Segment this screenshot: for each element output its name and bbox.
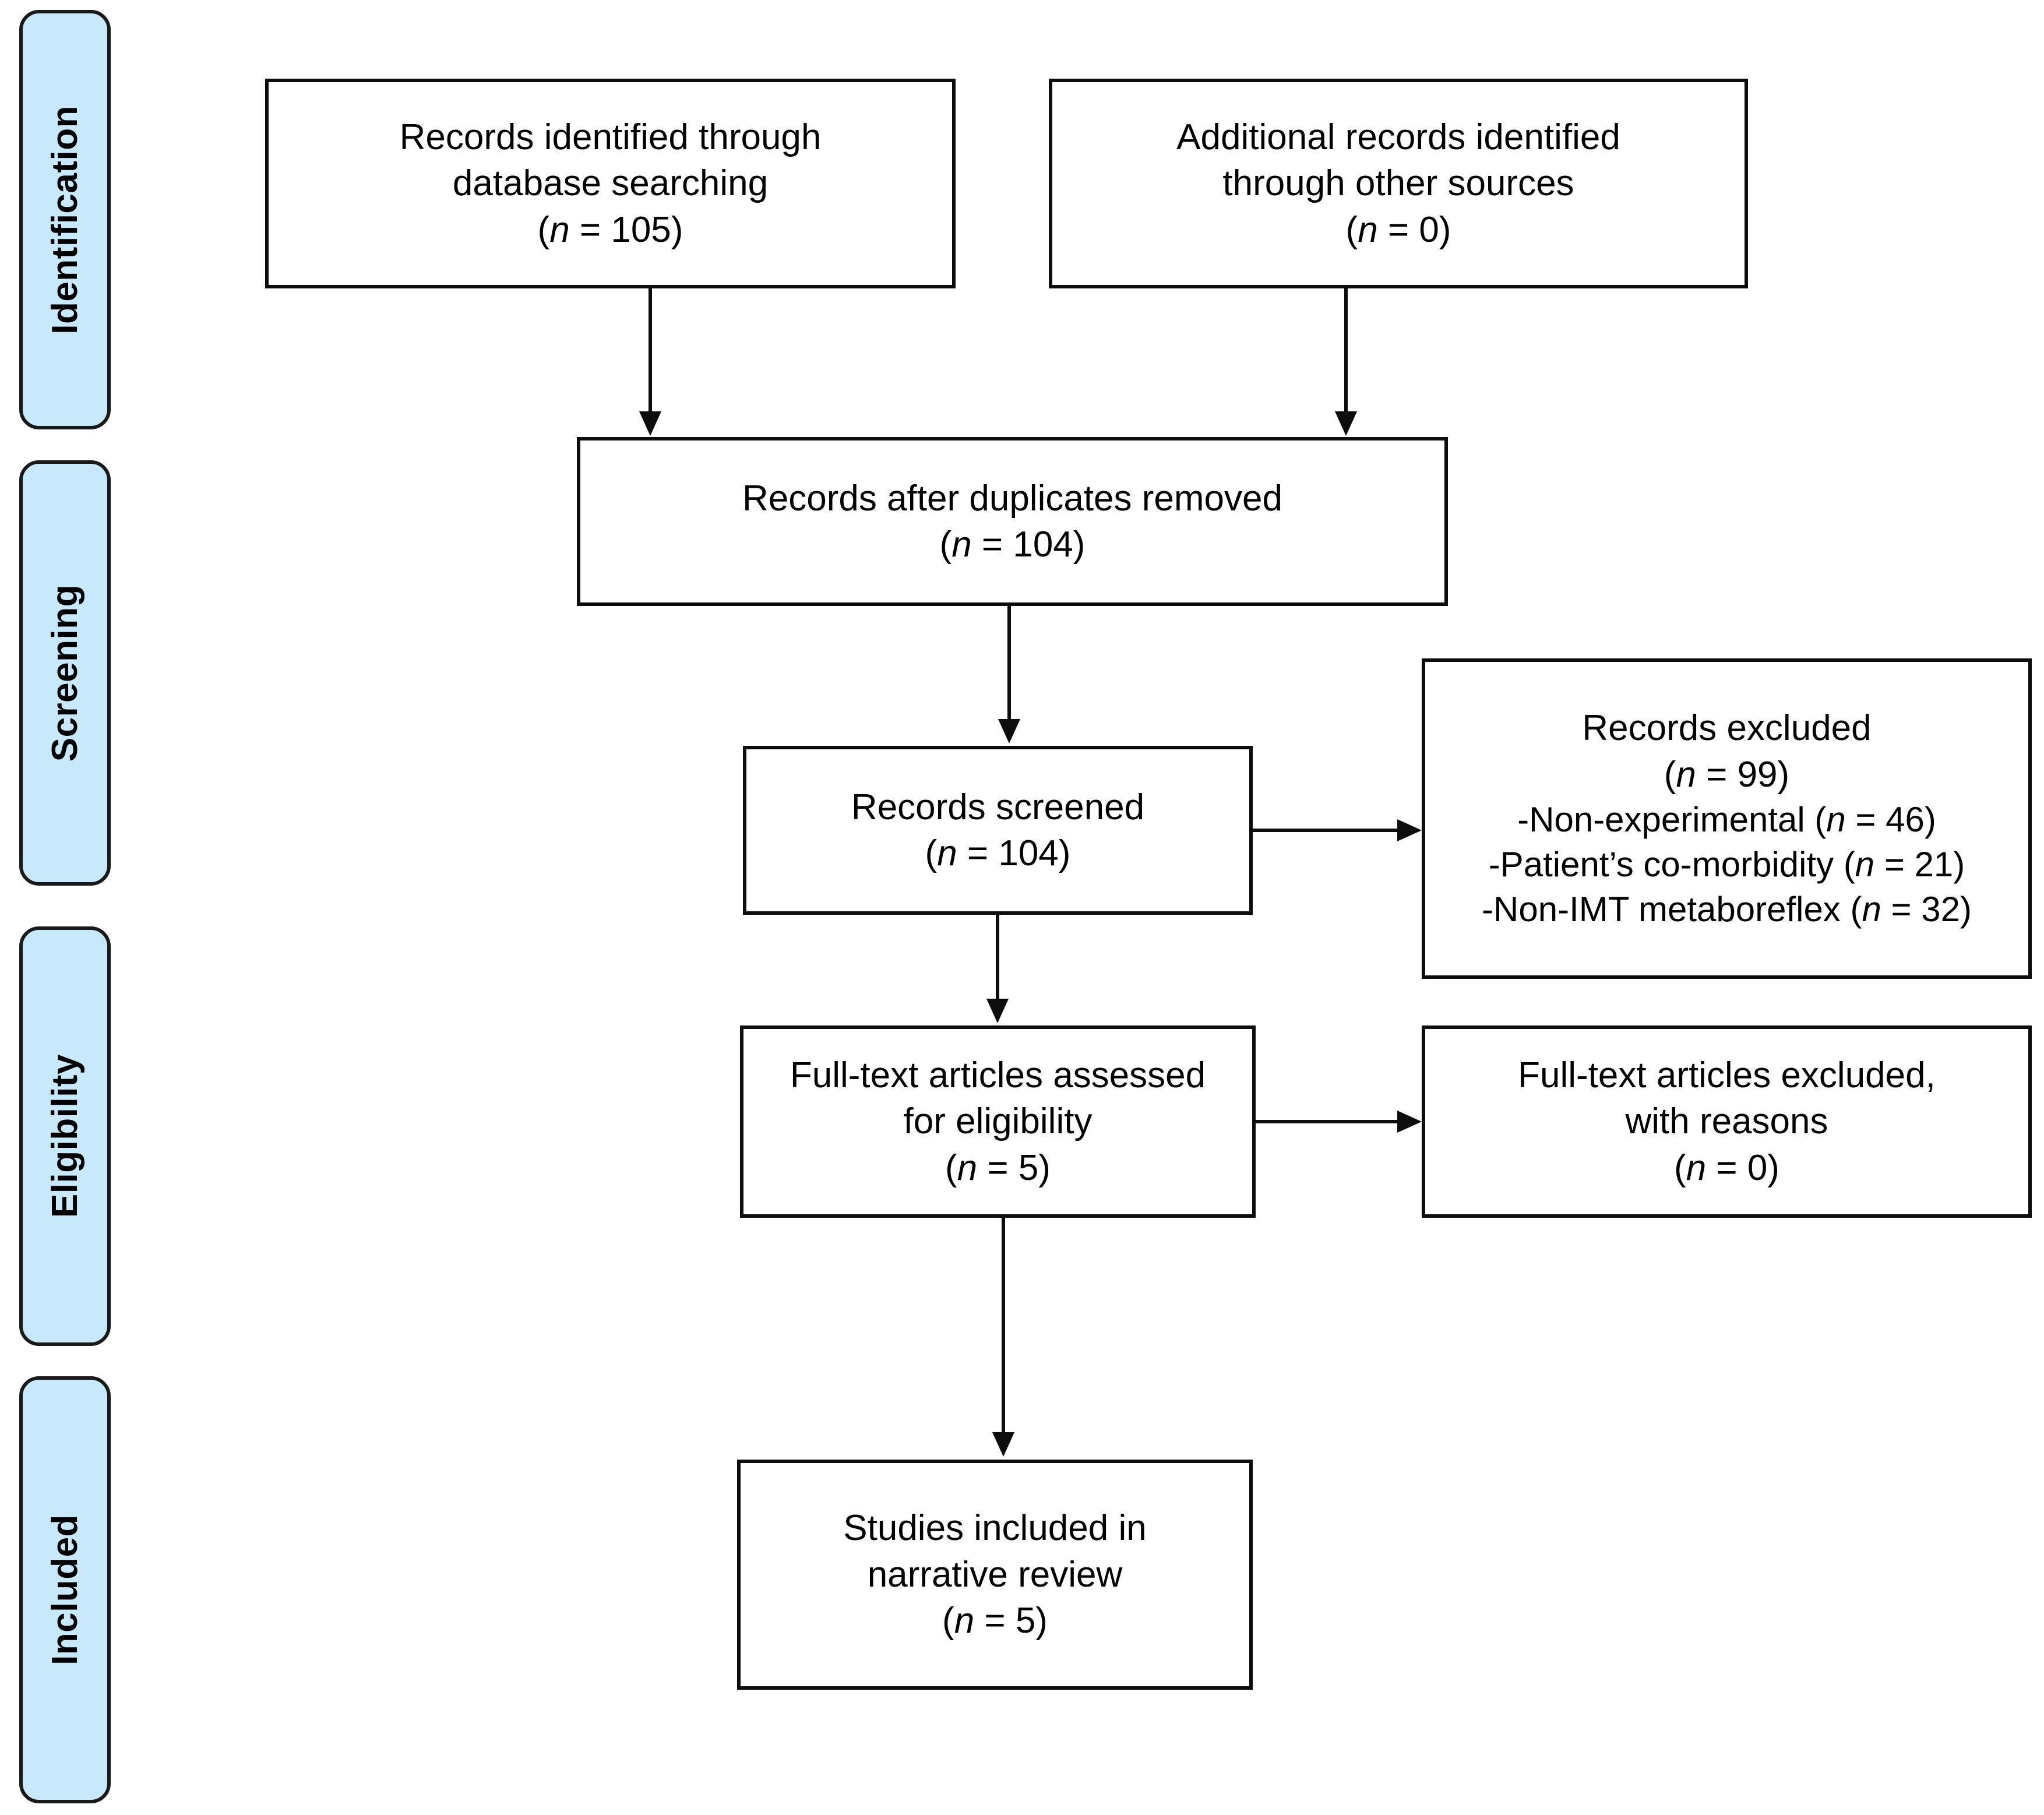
arrowhead-fulltext-to-included bbox=[992, 1432, 1014, 1457]
fulltext-excluded-line2: with reasons bbox=[1625, 1101, 1828, 1142]
n-symbol: n bbox=[937, 833, 957, 873]
reason-3-label: -Non-IMT metaboreflex ( bbox=[1482, 889, 1862, 929]
connector-additional-to-duplicates bbox=[1344, 288, 1348, 414]
n-symbol: n bbox=[1676, 754, 1696, 795]
n-symbol: n bbox=[1826, 800, 1846, 840]
arrowhead-screened-to-fulltext bbox=[986, 999, 1009, 1023]
connector-screened-to-fulltext bbox=[996, 915, 999, 1001]
phase-label-included: Included bbox=[44, 1514, 85, 1665]
studies-included-line1: Studies included in bbox=[843, 1508, 1147, 1549]
records-excluded-reason-3: -Non-IMT metaboreflex (n = 32) bbox=[1482, 887, 1972, 932]
n-symbol: n bbox=[954, 1601, 975, 1641]
node-fulltext-assessed: Full-text articles assessed for eligibil… bbox=[740, 1025, 1256, 1218]
phase-label-identification: Identification bbox=[44, 105, 85, 334]
n-symbol: n bbox=[549, 209, 570, 250]
count-value: = 104) bbox=[971, 524, 1086, 565]
count-value: = 5) bbox=[974, 1601, 1048, 1641]
records-identified-line1: Records identified through bbox=[399, 117, 822, 157]
duplicates-removed-count: (n = 104) bbox=[940, 521, 1086, 568]
reason-1-value: = 46) bbox=[1845, 800, 1936, 840]
records-excluded-line1: Records excluded bbox=[1582, 708, 1872, 749]
studies-included-count: (n = 5) bbox=[942, 1598, 1048, 1644]
fulltext-excluded-count: (n = 0) bbox=[1674, 1145, 1779, 1191]
paren-open: ( bbox=[945, 1147, 957, 1188]
studies-included-line2: narrative review bbox=[867, 1554, 1123, 1595]
phase-included: Included bbox=[19, 1376, 111, 1803]
node-records-identified: Records identified through database sear… bbox=[265, 79, 956, 288]
reason-2-value: = 21) bbox=[1874, 844, 1965, 884]
node-records-excluded: Records excluded (n = 99) -Non-experimen… bbox=[1422, 658, 2032, 979]
arrowhead-identified-to-duplicates bbox=[639, 411, 661, 436]
node-duplicates-removed: Records after duplicates removed (n = 10… bbox=[577, 437, 1448, 606]
n-symbol: n bbox=[1358, 209, 1378, 250]
n-symbol: n bbox=[951, 524, 972, 565]
records-identified-count: (n = 105) bbox=[538, 207, 683, 253]
paren-open: ( bbox=[1664, 754, 1676, 795]
connector-fulltext-to-included bbox=[1002, 1218, 1005, 1435]
paren-open: ( bbox=[942, 1601, 954, 1641]
records-excluded-reason-2: -Patient’s co-morbidity (n = 21) bbox=[1489, 843, 1965, 887]
count-value: = 0) bbox=[1377, 209, 1451, 250]
arrowhead-fulltext-to-excluded bbox=[1397, 1111, 1422, 1133]
node-studies-included: Studies included in narrative review (n … bbox=[737, 1460, 1253, 1690]
additional-records-count: (n = 0) bbox=[1346, 207, 1451, 253]
arrowhead-screened-to-excluded bbox=[1397, 819, 1422, 841]
duplicates-removed-line1: Records after duplicates removed bbox=[742, 478, 1282, 519]
arrowhead-duplicates-to-screened bbox=[998, 719, 1020, 743]
phase-identification: Identification bbox=[19, 10, 111, 429]
node-additional-records: Additional records identified through ot… bbox=[1049, 79, 1748, 288]
count-value: = 5) bbox=[977, 1147, 1051, 1188]
records-identified-line2: database searching bbox=[452, 163, 769, 204]
n-symbol: n bbox=[1862, 889, 1881, 929]
reason-1-label: -Non-experimental ( bbox=[1517, 800, 1827, 840]
fulltext-excluded-line1: Full-text articles excluded, bbox=[1518, 1055, 1936, 1095]
additional-records-line1: Additional records identified bbox=[1176, 117, 1620, 157]
paren-open: ( bbox=[537, 209, 550, 250]
node-fulltext-excluded: Full-text articles excluded, with reason… bbox=[1422, 1025, 2032, 1218]
paren-open: ( bbox=[1674, 1147, 1686, 1188]
fulltext-assessed-line2: for eligibility bbox=[903, 1101, 1093, 1142]
n-symbol: n bbox=[1855, 844, 1875, 884]
connector-duplicates-to-screened bbox=[1007, 606, 1011, 721]
records-excluded-count: (n = 99) bbox=[1664, 752, 1789, 798]
fulltext-assessed-count: (n = 5) bbox=[945, 1145, 1051, 1191]
paren-open: ( bbox=[1345, 209, 1358, 250]
connector-identified-to-duplicates bbox=[649, 288, 652, 414]
n-symbol: n bbox=[1686, 1147, 1707, 1188]
phase-label-screening: Screening bbox=[44, 584, 85, 762]
fulltext-assessed-line1: Full-text articles assessed bbox=[790, 1055, 1206, 1095]
count-value: = 104) bbox=[957, 833, 1071, 873]
count-value: = 99) bbox=[1696, 754, 1790, 795]
phase-eligibility: Eligibility bbox=[19, 926, 111, 1346]
paren-open: ( bbox=[939, 524, 952, 565]
paren-open: ( bbox=[925, 833, 938, 873]
count-value: = 0) bbox=[1706, 1147, 1779, 1188]
arrowhead-additional-to-duplicates bbox=[1335, 411, 1357, 436]
phase-label-eligibility: Eligibility bbox=[44, 1054, 85, 1218]
reason-3-value: = 32) bbox=[1881, 889, 1972, 929]
connector-fulltext-to-excluded bbox=[1256, 1120, 1398, 1123]
node-records-screened: Records screened (n = 104) bbox=[743, 746, 1253, 915]
additional-records-line2: through other sources bbox=[1222, 163, 1574, 204]
n-symbol: n bbox=[957, 1147, 978, 1188]
connector-screened-to-excluded bbox=[1253, 829, 1398, 832]
phase-screening: Screening bbox=[19, 460, 111, 886]
records-screened-line1: Records screened bbox=[851, 787, 1145, 827]
records-excluded-reason-1: -Non-experimental (n = 46) bbox=[1517, 798, 1936, 843]
count-value: = 105) bbox=[569, 209, 683, 250]
reason-2-label: -Patient’s co-morbidity ( bbox=[1488, 844, 1855, 884]
records-screened-count: (n = 104) bbox=[925, 830, 1071, 876]
